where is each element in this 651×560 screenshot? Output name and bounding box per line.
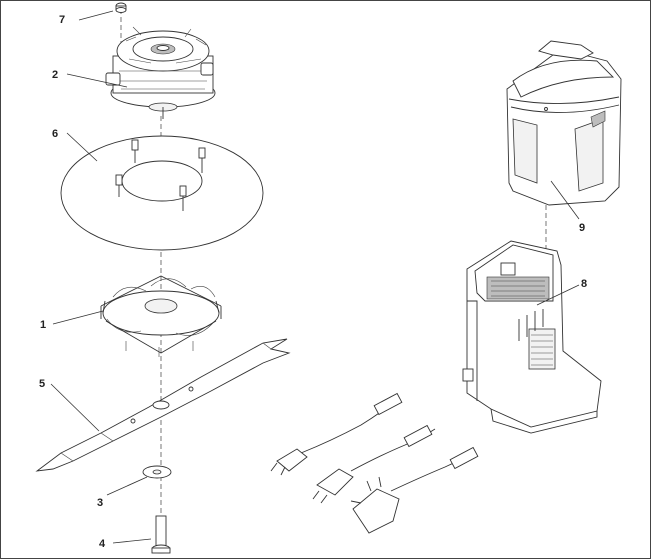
- callout-4: 4: [99, 538, 106, 550]
- callout-6: 6: [52, 128, 58, 140]
- power-cord-eu: [312, 424, 436, 504]
- callout-5: 5: [39, 378, 45, 390]
- washer-part: [142, 465, 172, 479]
- callout-3: 3: [97, 497, 103, 509]
- blade-part: [35, 338, 291, 472]
- charger-part: [462, 240, 602, 434]
- fan-part: [100, 275, 222, 357]
- callout-8: 8: [581, 278, 587, 290]
- callout-1: 1: [40, 319, 46, 331]
- nut-part: [115, 2, 127, 13]
- callout-7: 7: [59, 14, 65, 26]
- callout-2: 2: [52, 69, 58, 81]
- power-cord-au: [270, 392, 403, 476]
- battery-part: [506, 40, 622, 206]
- deflector-disc-part: [60, 135, 264, 251]
- power-cord-uk: [350, 446, 479, 534]
- bolt-part: [151, 515, 171, 554]
- leader-lines: [50, 10, 580, 544]
- callout-9: 9: [579, 222, 585, 234]
- motor-part: [105, 26, 216, 119]
